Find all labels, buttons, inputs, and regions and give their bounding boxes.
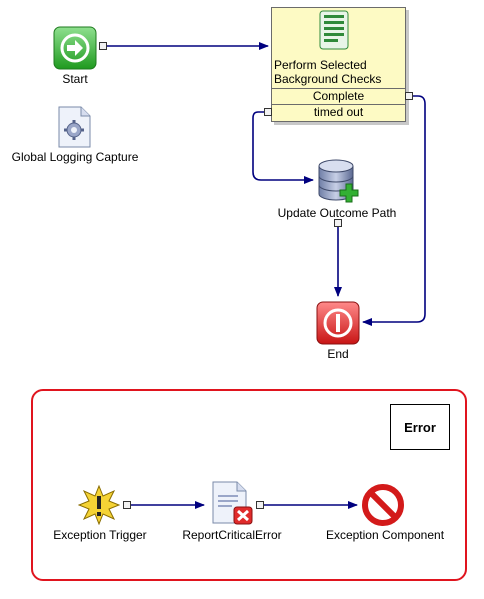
exception-component-label: Exception Component [325,528,445,542]
start-node[interactable] [53,26,97,70]
checklist-icon [319,10,349,50]
report-out-port[interactable] [256,501,264,509]
update-outcome-node[interactable] [316,158,362,204]
task-title: Perform Selected Background Checks [274,58,381,86]
global-logging-node[interactable] [56,106,92,148]
outcome-complete[interactable]: Complete [272,88,405,104]
task-title-line2: Background Checks [274,72,382,86]
exception-component-node[interactable] [362,484,404,526]
global-logging-label: Global Logging Capture [11,150,139,164]
complete-out-port[interactable] [405,92,413,100]
exception-trigger-node[interactable] [77,484,121,526]
report-critical-error-node[interactable] [210,481,254,525]
prohibited-icon [362,484,404,526]
task-title-line1: Perform Selected [274,58,367,72]
start-out-port[interactable] [99,42,107,50]
report-critical-error-label: ReportCriticalError [182,528,282,542]
start-arrow-icon [53,26,97,70]
warning-burst-icon [77,484,121,526]
exception-trigger-label: Exception Trigger [53,528,147,542]
document-error-icon [212,481,253,525]
power-stop-icon [316,301,360,345]
end-node[interactable] [316,301,360,345]
update-outcome-label: Update Outcome Path [277,206,397,220]
background-check-task[interactable]: Perform Selected Background Checks Compl… [271,7,406,122]
database-add-icon [318,159,359,203]
gear-document-icon [58,106,91,148]
start-label: Start [62,72,88,86]
outcome-timed-out[interactable]: timed out [272,104,405,120]
connector-timeout-to-update [252,111,314,184]
end-label: End [327,347,349,361]
error-badge: Error [390,404,450,450]
timeout-out-port[interactable] [264,108,272,116]
update-out-port[interactable] [334,219,342,227]
trigger-out-port[interactable] [123,501,131,509]
